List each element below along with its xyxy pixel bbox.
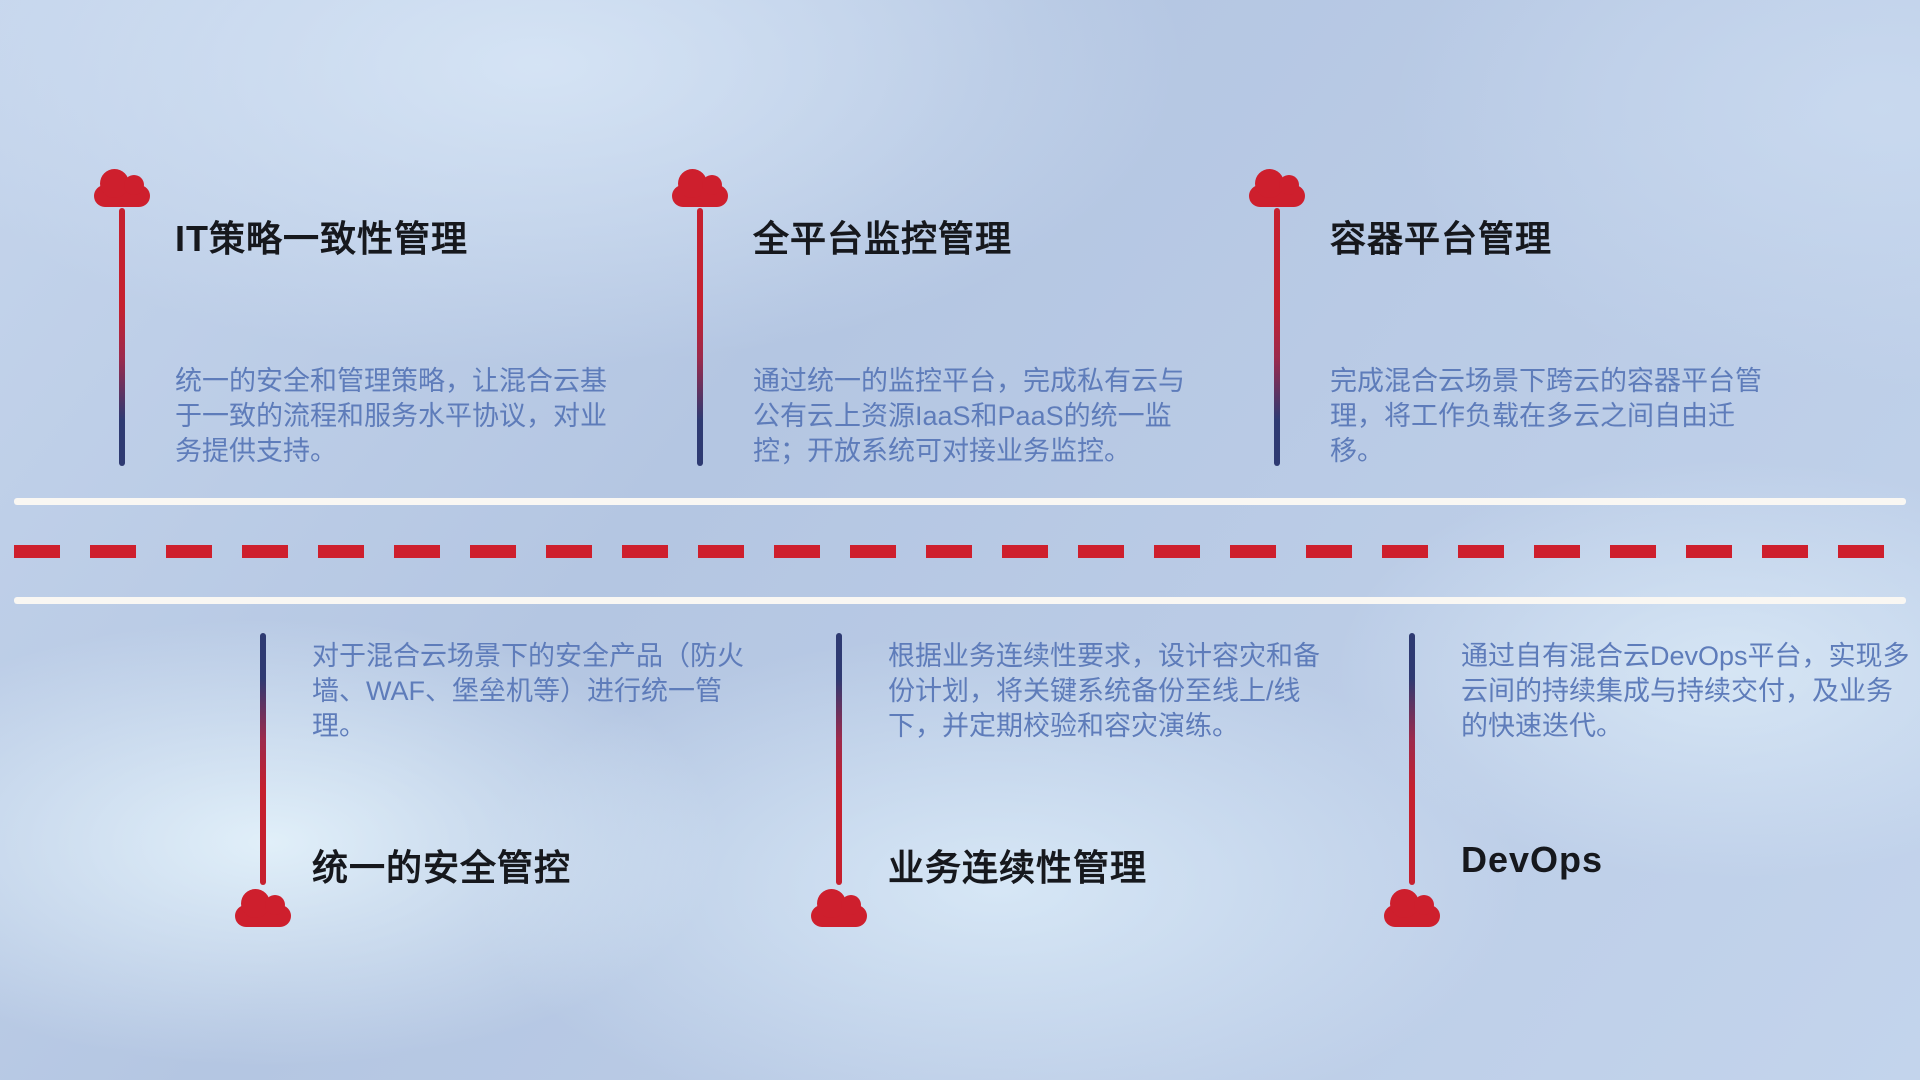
road-edge-top: [14, 498, 1906, 505]
connector-line: [119, 208, 125, 466]
item-title: 统一的安全管控: [312, 847, 572, 888]
item-description: 根据业务连续性要求，设计容灾和备份计划，将关键系统备份至线上/线下，并定期校验和…: [888, 641, 1320, 741]
road-edge-bottom: [14, 597, 1906, 604]
connector-line: [260, 633, 266, 885]
item-description: 完成混合云场景下跨云的容器平台管理，将工作负载在多云之间自由迁移。: [1330, 366, 1762, 466]
cloud-icon: [235, 889, 291, 927]
connector-line: [836, 633, 842, 885]
item-title: 业务连续性管理: [888, 847, 1148, 888]
connector-line: [1409, 633, 1415, 885]
cloud-icon: [672, 169, 728, 207]
item-description: 统一的安全和管理策略，让混合云基于一致的流程和服务水平协议，对业务提供支持。: [175, 366, 607, 466]
item-title: 容器平台管理: [1330, 218, 1553, 259]
item-description: 通过自有混合云DevOps平台，实现多云间的持续集成与持续交付，及业务的快速迭代…: [1461, 641, 1910, 741]
item-title: 全平台监控管理: [753, 218, 1013, 259]
item-description: 对于混合云场景下的安全产品（防火墙、WAF、堡垒机等）进行统一管理。: [312, 641, 744, 741]
cloud-icon: [1384, 889, 1440, 927]
cloud-icon: [1249, 169, 1305, 207]
cloud-icon: [94, 169, 150, 207]
cloud-icon: [811, 889, 867, 927]
item-description: 通过统一的监控平台，完成私有云与公有云上资源IaaS和PaaS的统一监控；开放系…: [753, 366, 1185, 466]
connector-line: [697, 208, 703, 466]
item-title: DevOps: [1461, 839, 1604, 880]
item-title: IT策略一致性管理: [175, 218, 468, 259]
connector-line: [1274, 208, 1280, 466]
road-center-dashes: [14, 545, 1906, 558]
